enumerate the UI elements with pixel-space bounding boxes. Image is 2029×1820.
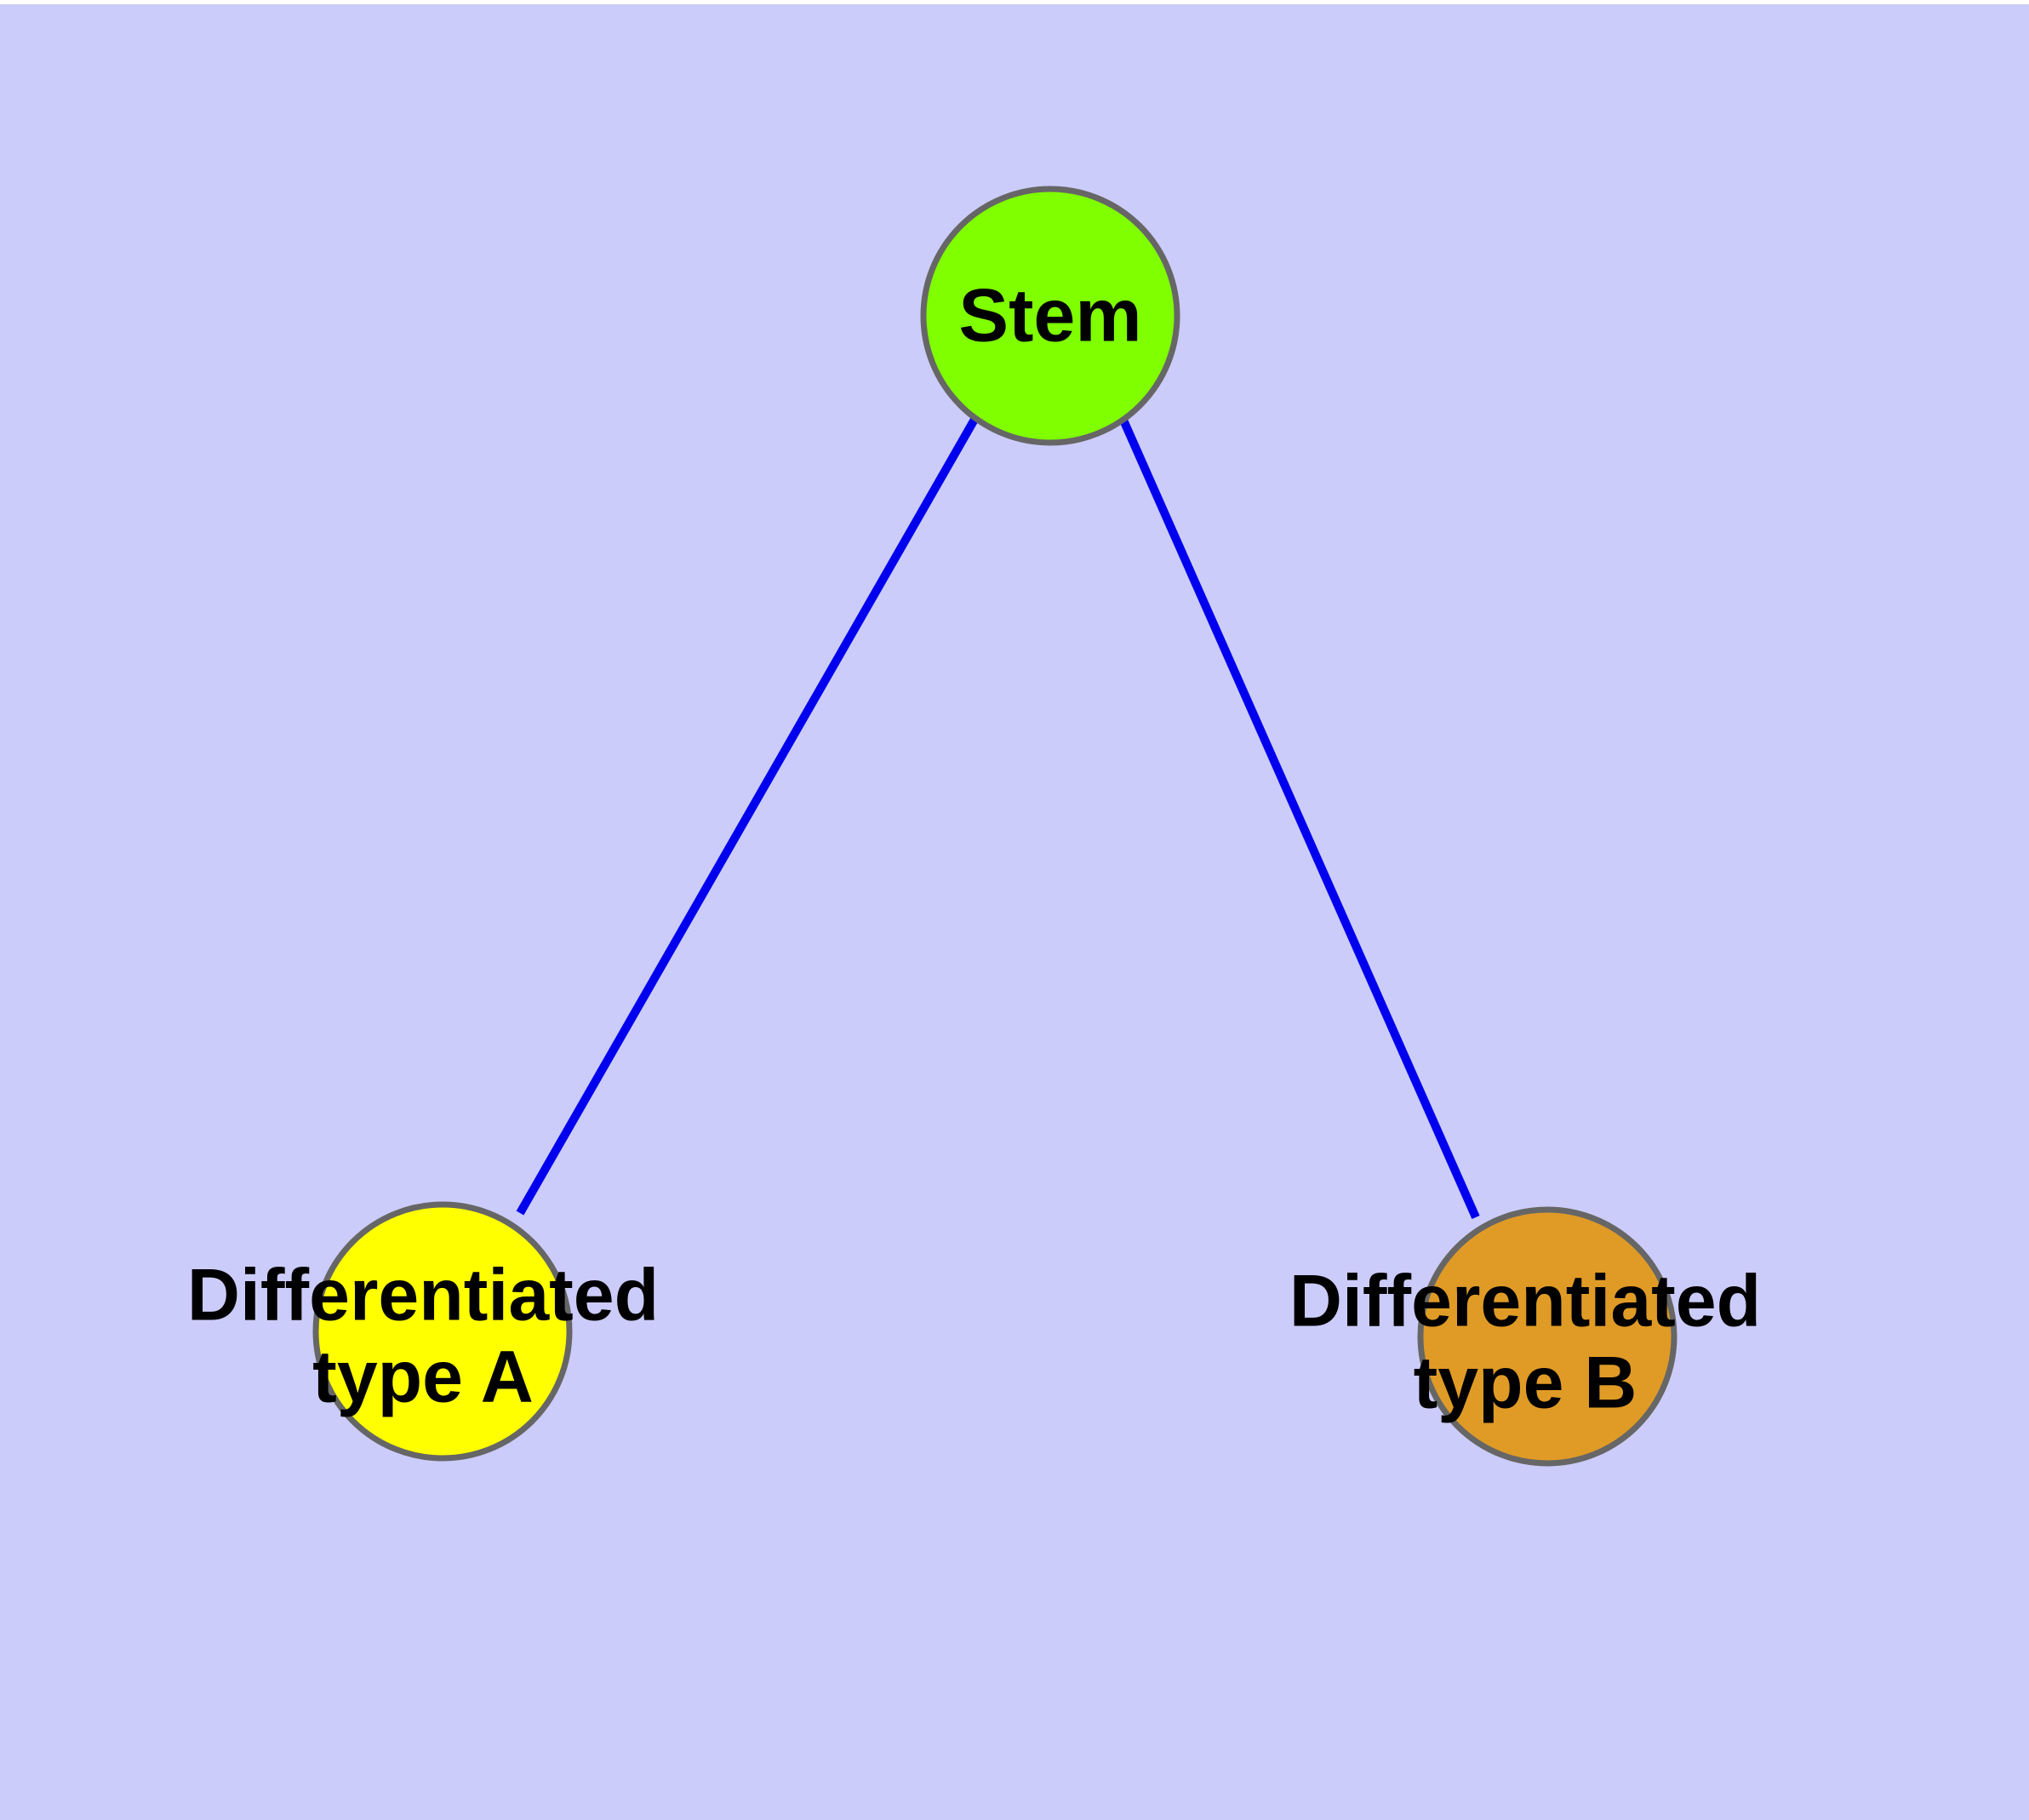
edge-stem-to-differentiated-type-b[interactable] [1117,414,1480,1220]
top-edge-strip [0,0,2029,4]
node-group [312,186,1677,1467]
edge-group [516,414,1480,1220]
edge-stem-to-differentiated-type-a[interactable] [516,415,980,1216]
node-differentiated-type-b[interactable] [1417,1206,1677,1467]
node-differentiated-type-a[interactable] [312,1201,573,1462]
node-stem[interactable] [920,186,1180,446]
